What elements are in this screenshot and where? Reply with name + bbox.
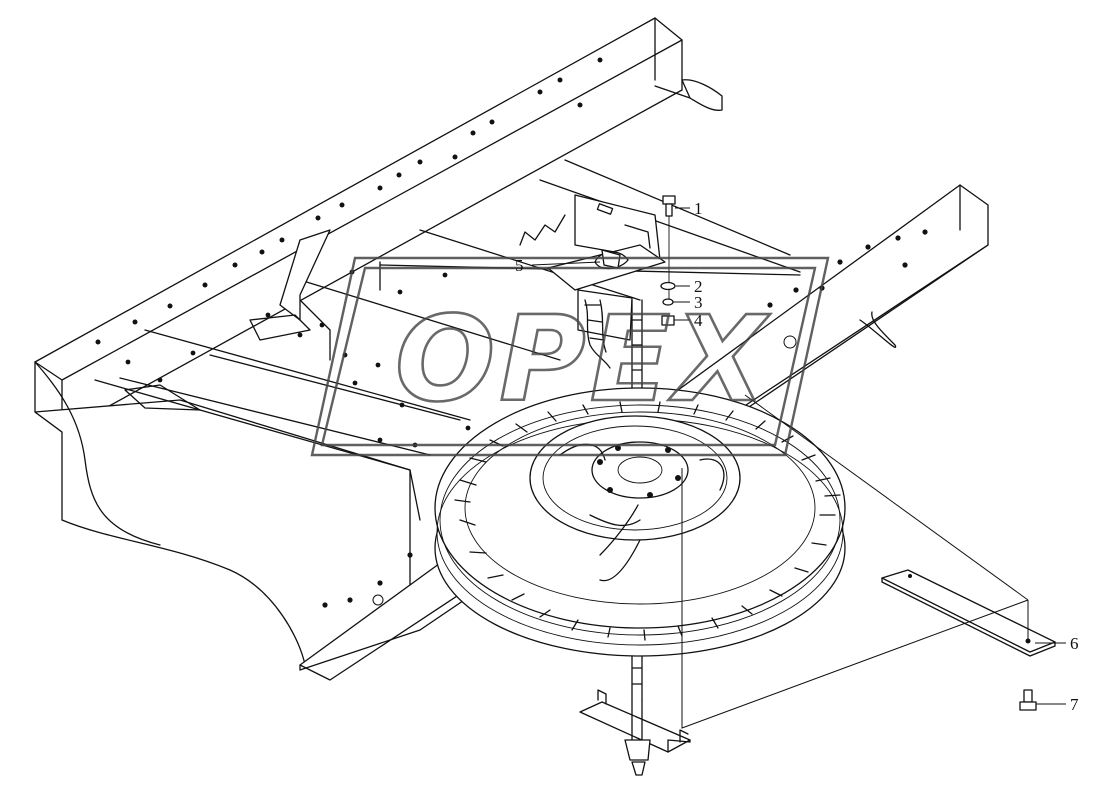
watermark-text: OPEX: [395, 290, 770, 428]
tire-tread: [454, 401, 841, 641]
left-body-side: [34, 361, 411, 666]
left-frame-rail: [34, 17, 723, 433]
spare-tire: [434, 387, 846, 657]
lower-clamp: [579, 689, 691, 776]
callout-2: 2: [694, 277, 703, 296]
callout-4: 4: [694, 311, 703, 330]
callout-7: 7: [1070, 695, 1079, 714]
callout-6: 6: [1070, 634, 1079, 653]
wheel-stud-holes: [597, 445, 681, 498]
strap-part-6: [881, 569, 1056, 657]
cross-members: [94, 159, 801, 521]
left-rail-holes: [95, 57, 603, 345]
callout-5: 5: [515, 256, 524, 275]
fasteners: [660, 195, 676, 326]
callout-labels: 1 2 3 4 5 6 7: [515, 199, 1079, 714]
leader-lines: [531, 207, 1066, 729]
watermark: OPEX: [310, 256, 830, 457]
bolt-part-7: [1019, 689, 1037, 711]
callout-1: 1: [694, 199, 703, 218]
front-rail-holes: [322, 229, 928, 608]
callout-3: 3: [694, 293, 703, 312]
washer-part-2: [660, 281, 676, 291]
